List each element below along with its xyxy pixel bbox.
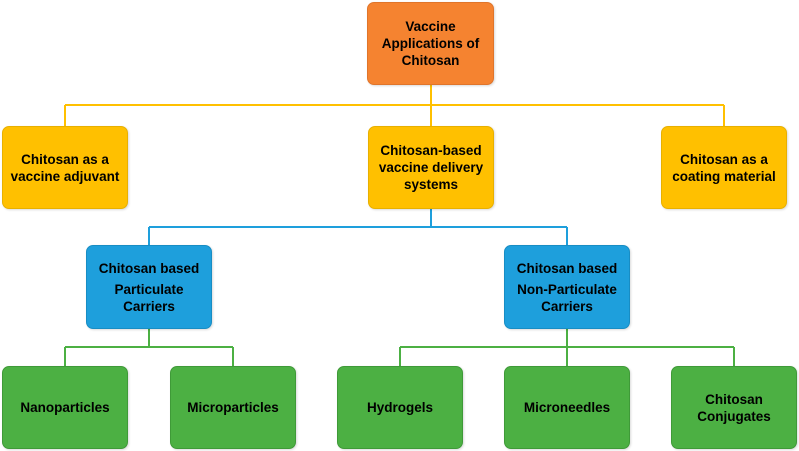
node-label-line: vaccine delivery [378, 160, 484, 175]
node-vaccine-delivery-systems: Chitosan-based vaccine delivery systems [368, 126, 494, 209]
node-microparticles: Microparticles [170, 366, 296, 449]
node-label-line: Chitosan-based [380, 143, 482, 158]
node-label-line: Microparticles [187, 400, 279, 415]
node-label-line: vaccine adjuvant [10, 168, 120, 184]
node-chitosan-conjugates: Chitosan Conjugates [671, 366, 797, 449]
node-label-line: Non-Particulate [517, 281, 617, 297]
node-label-line: Carriers [123, 298, 175, 314]
node-label-line: Chitosan as a [21, 151, 109, 167]
node-label-line: Chitosan [705, 391, 763, 407]
node-label-line: Applications of [381, 36, 480, 51]
node-vaccine-applications: Vaccine Applications of Chitosan [367, 2, 494, 85]
node-label-line: Hydrogels [366, 400, 434, 415]
connector-non-particulate-to-leaves [399, 329, 735, 366]
node-label-line: Carriers [541, 298, 593, 314]
node-label-line: systems [403, 177, 459, 192]
node-non-particulate-carriers: Chitosan based Non-Particulate Carriers [504, 245, 630, 329]
node-hydrogels: Hydrogels [337, 366, 463, 449]
node-label-line: Chitosan [401, 53, 460, 68]
node-label-line: Particulate [114, 281, 184, 297]
node-label-line: coating material [672, 168, 776, 184]
node-nanoparticles: Nanoparticles [2, 366, 128, 449]
node-label-line: Microneedles [523, 400, 611, 415]
node-label-line: Conjugates [697, 408, 771, 424]
connector-particulate-to-leaves [64, 329, 234, 366]
node-particulate-carriers: Chitosan based Particulate Carriers [86, 245, 212, 329]
node-label-line: Chitosan based [98, 260, 200, 276]
node-vaccine-adjuvant: Chitosan as a vaccine adjuvant [2, 126, 128, 209]
connector-delivery-to-carriers [148, 209, 568, 245]
node-label-line: Vaccine [405, 19, 456, 34]
node-label-line: Chitosan based [516, 260, 618, 276]
node-coating-material: Chitosan as a coating material [661, 126, 787, 209]
node-label-line: Chitosan as a [680, 151, 768, 167]
node-microneedles: Microneedles [504, 366, 630, 449]
connector-root-to-level1 [64, 85, 725, 126]
node-label-line: Nanoparticles [20, 400, 110, 415]
